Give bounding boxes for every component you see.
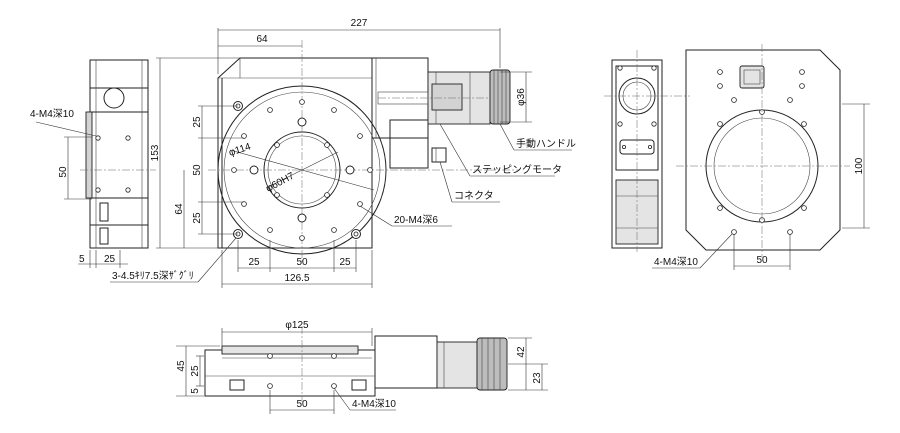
dim-25-h1: 25 — [248, 257, 260, 268]
note-connector: コネクタ — [454, 190, 494, 202]
dim-bottom-42: 42 — [516, 346, 527, 358]
dim-bottom-23: 23 — [532, 372, 543, 384]
dim-bottom-50: 50 — [296, 399, 308, 410]
right-side-view — [604, 50, 690, 252]
dim-227: 227 — [351, 18, 368, 29]
note-left-4-m4: 4-M4深10 — [30, 108, 74, 120]
dim-126-5: 126.5 — [284, 273, 309, 284]
dim-bottom-25: 25 — [190, 365, 201, 377]
dim-bottom-phi125: φ125 — [285, 320, 309, 331]
back-view — [676, 44, 850, 258]
dim-64-top: 64 — [256, 34, 268, 45]
dim-left-5: 5 — [79, 254, 85, 265]
front-view — [208, 40, 520, 262]
dim-right-100: 100 — [854, 157, 865, 174]
dim-50-h: 50 — [296, 257, 308, 268]
dim-64-v: 64 — [174, 203, 185, 215]
dim-right-50: 50 — [756, 255, 768, 266]
dim-bottom-5: 5 — [190, 388, 201, 394]
dim-bottom-45: 45 — [176, 360, 187, 372]
left-view-dimensions: 50 5 25 4-M4深10 — [30, 108, 128, 268]
bottom-view-dimensions: φ125 45 25 5 50 4-M4深10 42 23 — [176, 320, 548, 414]
dim-25-b: 25 — [192, 212, 203, 224]
dim-phi36: φ36 — [516, 88, 527, 106]
dim-25-a: 25 — [192, 116, 203, 128]
dim-153: 153 — [150, 144, 161, 161]
dim-50-v: 50 — [192, 164, 203, 176]
note-handle: 手動ハンドル — [516, 137, 576, 150]
dim-left-50: 50 — [58, 166, 69, 178]
back-view-dimensions: 100 50 4-M4深10 — [652, 103, 870, 270]
bottom-view — [204, 326, 508, 402]
note-right-4-m4: 4-M4深10 — [654, 256, 698, 268]
dim-phi114: φ114 — [228, 141, 253, 159]
note-stepping-motor: ステッピングモータ — [472, 163, 562, 176]
dim-left-25: 25 — [104, 254, 116, 265]
left-side-view — [80, 59, 156, 249]
note-bottom-4-m4: 4-M4深10 — [352, 398, 396, 410]
dim-25-h2: 25 — [339, 257, 351, 268]
note-counterbore: 3-4.5ｷﾘ7.5深ｻﾞｸﾞﾘ — [112, 270, 194, 282]
note-20-m4: 20-M4深6 — [394, 214, 438, 226]
